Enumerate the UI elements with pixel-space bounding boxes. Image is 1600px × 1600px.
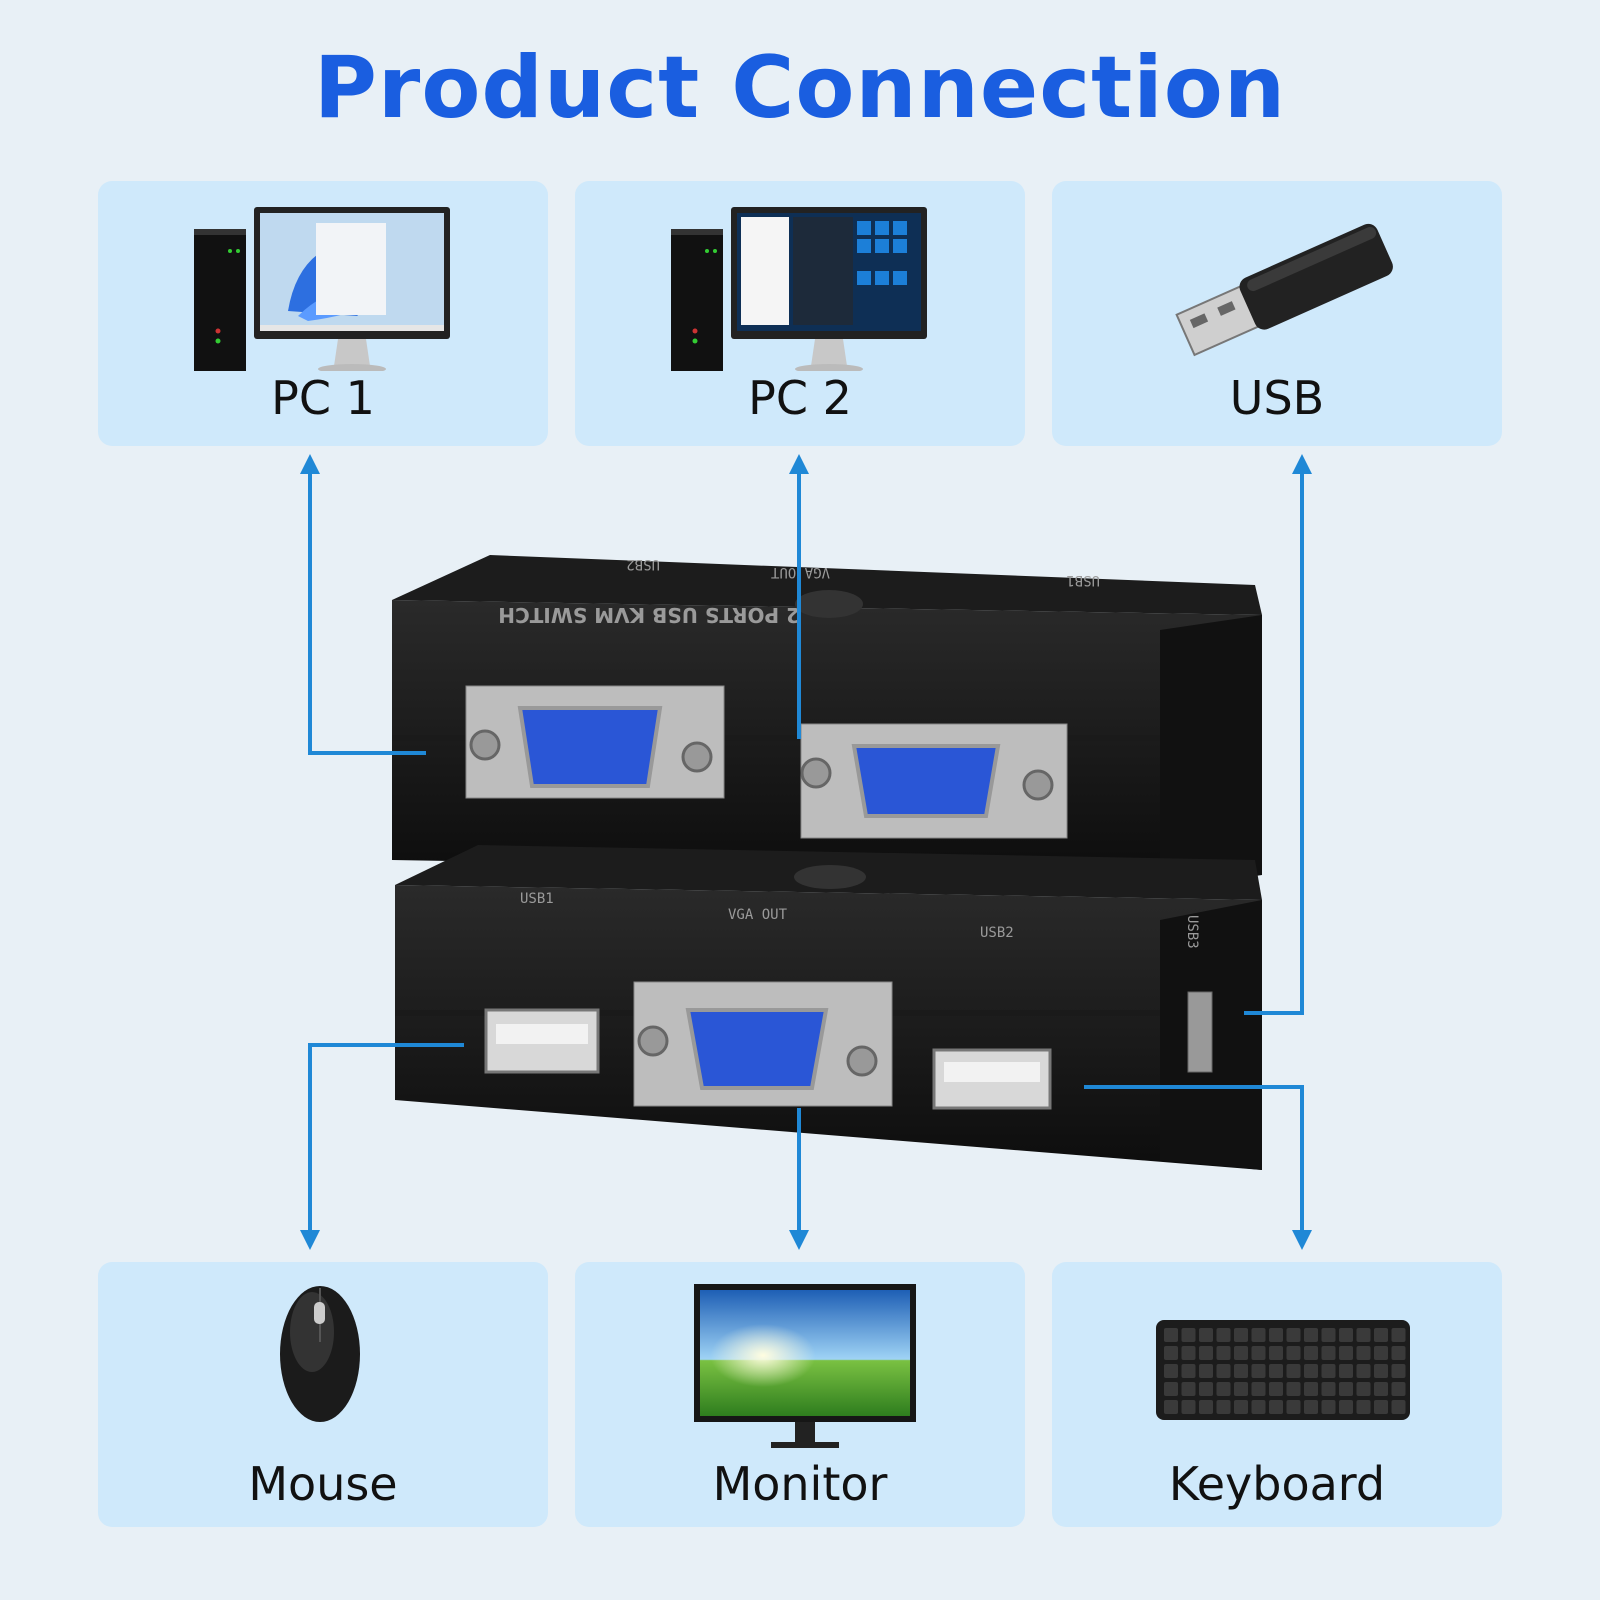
card-label-usb: USB [1229,371,1325,425]
card-usb: USB [1052,181,1502,446]
vga-port-out [633,981,893,1107]
bottom-label-vga-out: VGA OUT [728,907,788,923]
desktop-pc-windows-icon [194,207,450,371]
usb-port-usb2 [932,1048,1052,1110]
arrow-mouse [300,1043,464,1250]
card-label-keyboard: Keyboard [1168,1457,1386,1511]
card-mouse: Mouse [98,1262,548,1527]
mouse-icon [280,1286,360,1422]
usb-port-usb3 [1187,991,1213,1073]
bottom-label-usb3: USB3 [1184,915,1200,949]
desktop-pc-start-menu-icon [671,207,927,371]
card-label-pc1: PC 1 [271,371,375,425]
card-label-pc2: PC 2 [748,371,852,425]
bottom-label-usb2: USB2 [980,925,1014,941]
kvm-switch-bottom-unit: USB1 VGA OUT USB2 USB3 [395,845,1262,1170]
kvm-switch-top-unit: VGA OUT USB2 USB1 2 PORTS USB KVM SWITCH [392,555,1262,890]
card-monitor: Monitor [575,1262,1025,1527]
card-pc2: PC 2 [575,181,1025,446]
monitor-icon [694,1284,916,1448]
top-label-usb1: USB1 [1066,572,1100,588]
bottom-label-usb1: USB1 [520,891,554,907]
page-title: Product Connection [313,38,1287,138]
card-pc1: PC 1 [98,181,548,446]
arrow-pc1 [300,454,426,755]
card-keyboard: Keyboard [1052,1262,1502,1527]
top-label-usb2: USB2 [626,556,660,572]
card-label-mouse: Mouse [248,1457,398,1511]
arrow-usb [1244,454,1312,1015]
vga-port-pc2 [465,685,725,799]
vga-port-pc1 [800,723,1068,839]
top-unit-name: 2 PORTS USB KVM SWITCH [498,603,800,627]
usb-flash-drive-icon [1175,223,1393,357]
usb-port-usb1 [484,1008,600,1074]
card-label-monitor: Monitor [712,1457,888,1511]
connection-arrows [300,454,1312,1250]
keyboard-icon [1156,1320,1410,1420]
arrow-keyboard [1084,1085,1312,1250]
